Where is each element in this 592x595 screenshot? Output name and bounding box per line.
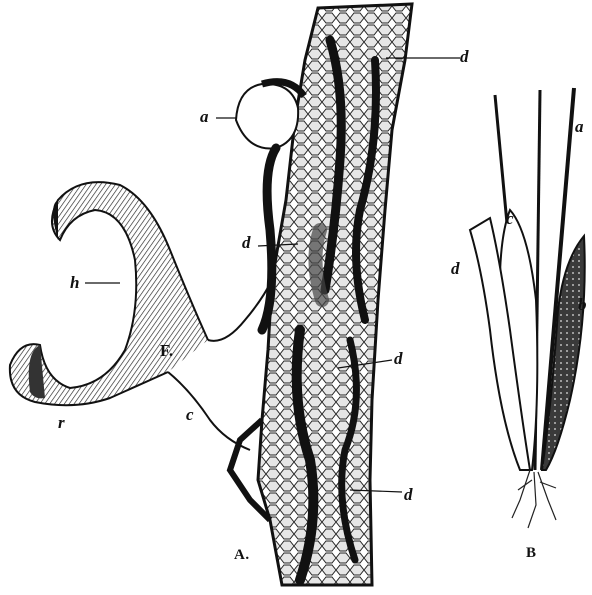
label-d-low2: d (404, 486, 413, 503)
panel-A-caption: A. (234, 548, 250, 563)
label-d-low1: d (394, 350, 403, 367)
label-a-right: a (575, 118, 584, 135)
label-d-mid: d (242, 234, 251, 251)
panel-B-caption: B (526, 546, 537, 561)
label-b: b (578, 296, 587, 313)
label-F: F. (160, 342, 173, 359)
label-c-right: c (506, 210, 514, 227)
fruit-body-F (10, 182, 272, 450)
label-c-left: c (186, 406, 194, 423)
label-d-right: d (451, 260, 460, 277)
label-h: h (70, 274, 79, 291)
label-a-left: a (200, 108, 209, 125)
plant-B (470, 88, 585, 528)
roots (512, 470, 556, 528)
label-d-top: d (460, 48, 469, 65)
label-r: r (58, 414, 65, 431)
